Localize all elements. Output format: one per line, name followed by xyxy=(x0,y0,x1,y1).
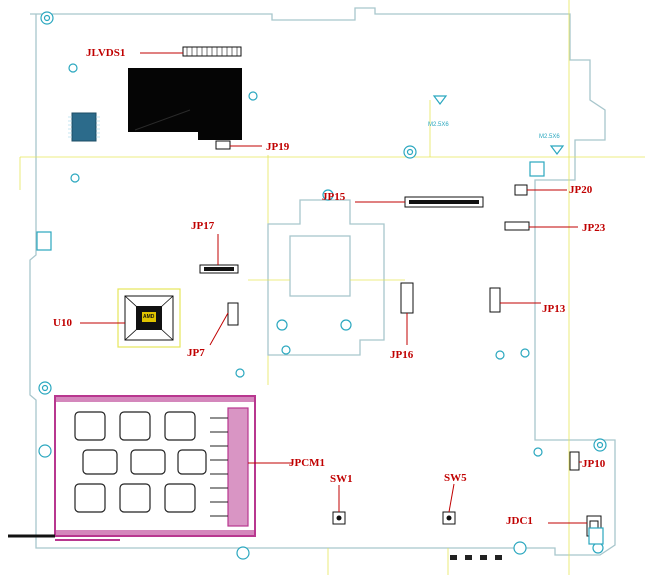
guide-lines xyxy=(19,0,645,575)
jp13-connector xyxy=(489,287,501,313)
u10-chip-outline xyxy=(117,288,181,348)
cpu-socket-outline xyxy=(267,199,385,356)
label-jdc1: JDC1 xyxy=(506,515,533,527)
label-jp20: JP20 xyxy=(569,184,593,196)
label-jp15: JP15 xyxy=(322,191,346,203)
jp10-connector xyxy=(569,451,580,471)
jpcm1-header xyxy=(227,407,249,527)
label-u10: U10 xyxy=(53,317,72,329)
label-jpcm1: JPCM1 xyxy=(289,457,326,469)
marking-amd: AMD xyxy=(143,314,155,320)
board-outline xyxy=(29,7,616,556)
label-jp23: JP23 xyxy=(582,222,606,234)
screw-triangles xyxy=(432,95,565,155)
label-jp7: JP7 xyxy=(187,347,205,359)
small-ic xyxy=(71,112,97,142)
label-jp16: JP16 xyxy=(390,349,414,361)
mount-holes xyxy=(38,11,607,560)
label-jp10: JP10 xyxy=(582,458,606,470)
card-slot-pads xyxy=(74,411,207,513)
bottom-pads xyxy=(450,555,502,560)
keyboard-shield-block xyxy=(128,68,242,140)
label-jp13: JP13 xyxy=(542,303,566,315)
marking-m2-b: M2.5X6 xyxy=(539,134,560,140)
jp19-connector xyxy=(215,140,231,150)
jp23-connector xyxy=(504,221,530,231)
cpu-die xyxy=(289,235,351,297)
label-jlvds1: JLVDS1 xyxy=(86,47,126,59)
jp7-connector xyxy=(227,302,239,326)
square-pads xyxy=(36,161,604,545)
label-sw1: SW1 xyxy=(330,473,353,485)
label-sw5: SW5 xyxy=(444,472,467,484)
label-jp19: JP19 xyxy=(266,141,290,153)
marking-m2-a: M2.5X6 xyxy=(428,122,449,128)
jp20-connector xyxy=(514,184,528,196)
label-jp17: JP17 xyxy=(191,220,215,232)
jp16-connector xyxy=(400,282,414,314)
